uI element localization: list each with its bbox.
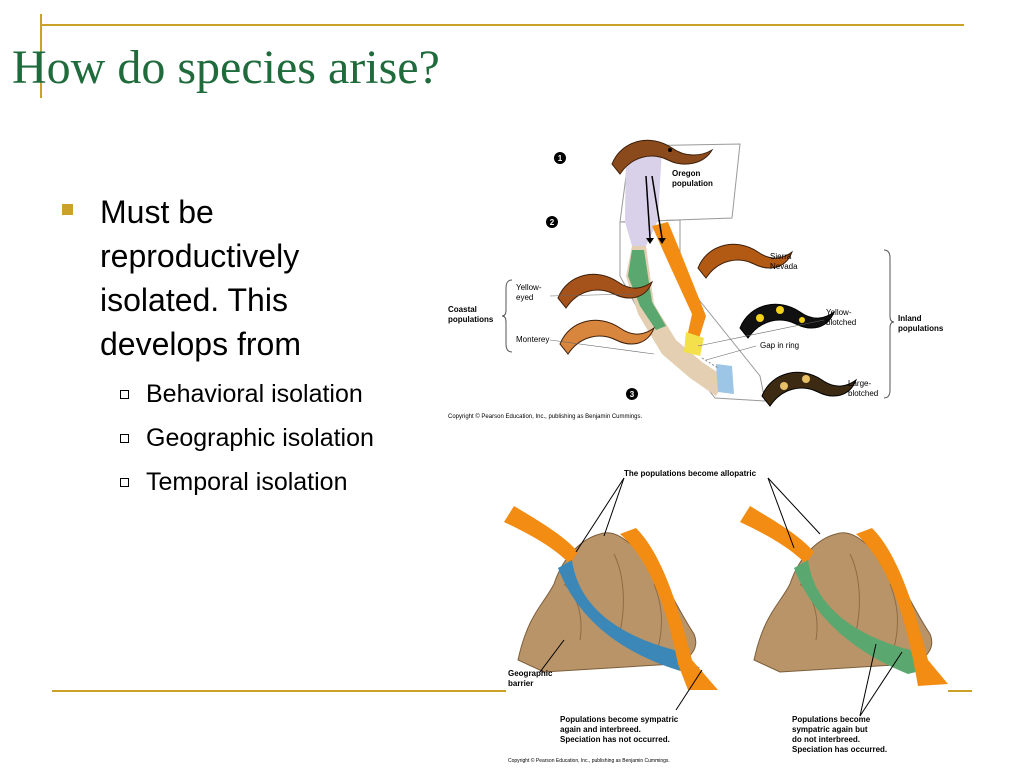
decor-line-bottom-right [948,690,972,692]
inland-range [652,222,706,348]
copyright-bottom: Copyright © Pearson Education, Inc., pub… [508,757,670,764]
arrow-orange-right-top [740,506,814,564]
sub-bullet-item: Behavioral isolation [60,372,440,416]
arrow-orange-left-right [620,528,718,690]
step-1-marker [554,152,566,164]
sub-bullet-text: Temporal isolation [146,468,348,496]
allopatric-figure: The populations become allopatric Geogra… [504,469,948,764]
salamander-large-blotched [761,371,858,407]
yellow-blotched-range [684,332,704,356]
inland-brace [883,249,895,399]
label-yellow-blotched: Yellow-blotched [826,308,856,327]
step-2-marker [546,216,558,228]
salamander-yellow-eyed [557,273,654,309]
label-gap: Gap in ring [760,341,799,350]
label-large-blotched: Large-blotched [848,379,878,398]
step-3-label: 3 [630,390,635,399]
sub-bullet-text: Behavioral isolation [146,380,363,408]
large-blotched-range [716,364,734,394]
sub-bullet-item: Temporal isolation [60,460,440,504]
checkbox-bullet-icon [120,478,129,487]
checkbox-bullet-icon [120,434,129,443]
sub-bullet-item: Geographic isolation [60,416,440,460]
bullet-list: Must be reproductively isolated. This de… [60,190,440,504]
arrow-green-right [794,560,924,674]
arrow-south-a [645,175,651,239]
sub-bullet-text: Geographic isolation [146,424,374,452]
bullet-square-icon [62,204,73,215]
step-1-label: 1 [558,154,563,163]
bullet-text: Must be reproductively isolated. This de… [100,194,301,362]
oregon-outline [619,143,741,223]
label-yellow-eyed: Yellow-eyed [516,283,542,302]
decor-line-bottom [52,690,506,692]
arrow-orange-right-right [856,528,948,686]
salamander-oregon [611,139,714,175]
arrow-orange-left-top [504,506,578,564]
arrow-south-b [651,175,663,239]
salamander-monterey [559,319,656,355]
label-monterey: Monterey [516,335,549,344]
salamander-sierra [697,243,794,279]
slide-title: How do species arise? [12,41,440,94]
oregon-range [625,148,662,246]
coastal-brace [501,279,513,353]
gap-dotted-line [701,357,719,369]
decor-line-top [40,24,964,26]
copyright-top: Copyright © Pearson Education, Inc., pub… [448,413,643,420]
label-allopatric: The populations become allopatric [624,469,757,478]
salamander-yellow-blotched [739,303,836,339]
checkbox-bullet-icon [120,390,129,399]
decor-line-vertical [40,14,42,98]
step-2-label: 2 [550,218,555,227]
bullet-item: Must be reproductively isolated. This de… [60,190,400,366]
step-3-marker [626,388,638,400]
